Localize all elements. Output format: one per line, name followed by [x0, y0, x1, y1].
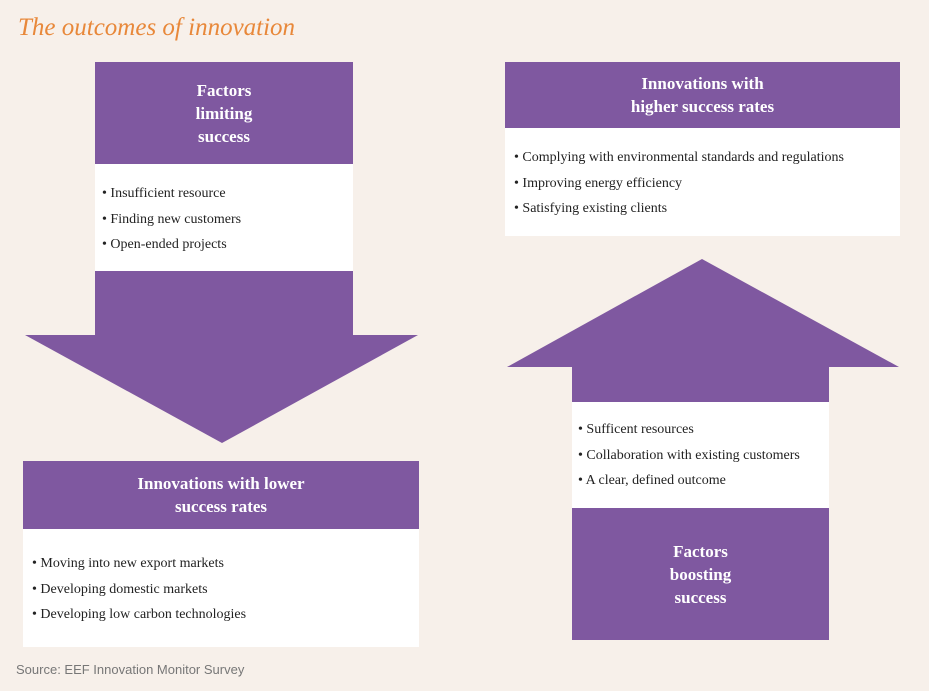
- limiting-list: Insufficient resource Finding new custom…: [95, 164, 353, 271]
- lower-heading: Innovations with lower success rates: [23, 461, 419, 529]
- higher-heading: Innovations with higher success rates: [505, 62, 900, 128]
- heading-line: Innovations with: [641, 74, 764, 93]
- boosting-heading: Factors boosting success: [572, 508, 829, 640]
- heading-line: limiting: [195, 103, 253, 123]
- down-arrow-stem: [95, 270, 353, 336]
- heading-line: Factors: [673, 541, 728, 561]
- list-item: Developing low carbon technologies: [32, 602, 419, 628]
- higher-list: Complying with environmental standards a…: [505, 128, 900, 236]
- list-item: Insufficient resource: [102, 181, 353, 207]
- down-arrow-head: [25, 335, 418, 443]
- source-note: Source: EEF Innovation Monitor Survey: [16, 662, 245, 677]
- limiting-heading: Factors limiting success: [95, 62, 353, 164]
- heading-line: success rates: [174, 497, 268, 516]
- list-item: Satisfying existing clients: [514, 196, 900, 222]
- list-item: Improving energy efficiency: [514, 171, 900, 197]
- heading-line: success: [198, 126, 250, 146]
- heading-line: Factors: [196, 80, 252, 100]
- heading-line: Innovations with lower: [137, 474, 305, 493]
- lower-list: Moving into new export markets Developin…: [23, 529, 419, 647]
- list-item: Complying with environmental standards a…: [514, 145, 900, 171]
- heading-line: boosting: [669, 564, 732, 584]
- list-item: Finding new customers: [102, 207, 353, 233]
- heading-line: higher success rates: [630, 97, 775, 116]
- up-arrow-stem: [572, 366, 829, 403]
- list-item: Sufficent resources: [578, 417, 829, 443]
- list-item: A clear, defined outcome: [578, 468, 829, 494]
- up-arrow-head: [507, 259, 899, 367]
- list-item: Collaboration with existing customers: [578, 443, 829, 469]
- list-item: Open-ended projects: [102, 232, 353, 258]
- boosting-list: Sufficent resources Collaboration with e…: [572, 402, 829, 508]
- heading-line: success: [674, 587, 727, 607]
- list-item: Moving into new export markets: [32, 551, 419, 577]
- page-title: The outcomes of innovation: [18, 14, 296, 41]
- list-item: Developing domestic markets: [32, 577, 419, 603]
